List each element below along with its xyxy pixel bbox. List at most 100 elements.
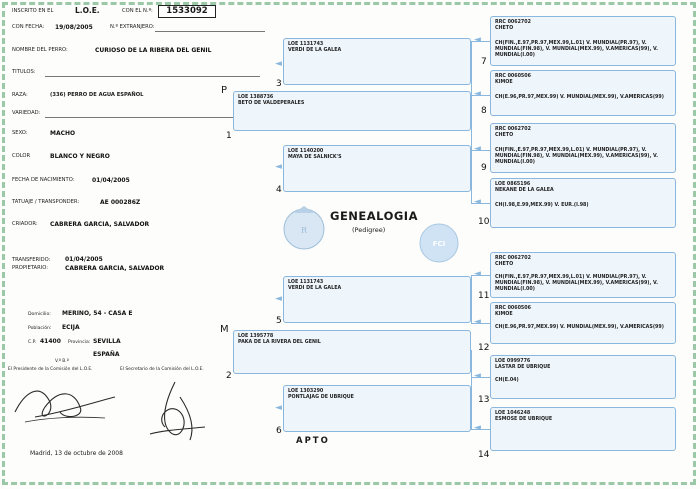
breed-label: RAZA:	[12, 92, 28, 98]
dam-sire-box: LOE 1131743 VERDI DE LA GALEA	[283, 276, 471, 323]
fci-logo-icon: FCI	[419, 223, 459, 263]
dam-sire-number: 5	[276, 316, 282, 326]
dam-dam-box: LOE 1303290 PONTLAJAG DE UBRIQUE	[283, 385, 471, 432]
extranjero-label: N.º EXTRANJERO:	[110, 24, 155, 30]
ancestor-12-box: RRC 0060506 KIMOE CH(E.96,PR.97,MEX.99) …	[490, 302, 676, 344]
ancestor-13-title-1: CH(E.04)	[495, 378, 519, 383]
ancestor-10-number: 10	[478, 217, 490, 227]
sire-name: BETO DE VALDEPERALES	[238, 101, 305, 106]
arrow-icon: ◄	[474, 317, 481, 327]
connector	[471, 275, 490, 276]
ancestor-11-number: 11	[478, 291, 490, 301]
sex-label: SEXO:	[12, 130, 28, 136]
province-value: SEVILLA	[93, 338, 121, 345]
ancestor-7-title-3: MUNDIAL(I.00)	[495, 53, 535, 58]
dam-dam-number: 6	[276, 426, 282, 436]
variety-label: VARIEDAD:	[12, 110, 41, 116]
town-label: Población:	[28, 326, 52, 331]
arrow-icon: ◄	[474, 423, 481, 433]
ancestor-10-box: LOE 0865196 NEKANE DE LA GALEA CH(I.98,E…	[490, 178, 676, 228]
place-date: Madrid, 13 de octubre de 2008	[30, 450, 123, 457]
owner-label: PROPIETARIO:	[12, 265, 48, 271]
connector	[471, 275, 472, 324]
ancestor-11-title-1: CH(FIN.,E.97,PR.97,MEX.99,L.01) V. MUNDI…	[495, 275, 647, 280]
titles-label: TITULOS:	[12, 69, 36, 75]
ancestor-8-reg: RRC 0060506	[495, 74, 531, 79]
sire-dam-number: 4	[276, 185, 282, 195]
sire-sire-name: VERDI DE LA GALEA	[288, 48, 342, 53]
ancestor-7-reg: RRC 0062702	[495, 20, 531, 25]
paternal-marker: P	[221, 85, 228, 96]
province-label: Provincia:	[68, 340, 91, 345]
page-border	[2, 2, 696, 485]
cp-value: 41400	[40, 338, 61, 345]
secretary-label: El Secretario de la Comisión del L.O.E.	[120, 367, 204, 372]
dam-reg: LOE 1395778	[238, 334, 274, 339]
sire-box: LOE 1388736 BETO DE VALDEPERALES	[233, 91, 471, 131]
ancestor-7-name: CHETO	[495, 26, 514, 31]
dam-sire-reg: LOE 1131743	[288, 280, 324, 285]
connector	[471, 203, 490, 204]
ancestor-12-reg: RRC 0060506	[495, 306, 531, 311]
svg-text:R: R	[301, 226, 308, 235]
tattoo-label: TATUAJE / TRANSPONDER:	[12, 199, 80, 205]
sex-value: MACHO	[50, 130, 76, 137]
arrow-icon: ◄	[474, 269, 481, 279]
genealogia-title: GENEALOGIA	[330, 209, 418, 223]
fecha-label: CON FECHA:	[12, 24, 45, 30]
dam-dam-name: PONTLAJAG DE UBRIQUE	[288, 395, 354, 400]
ancestor-10-title-1: CH(I.98,E.99,MEX.99) V. EUR.(I.98)	[495, 203, 589, 208]
color-label: COLOR	[12, 153, 31, 159]
ancestor-14-box: LOE 1046248 ESMOSE DE UBRIQUE	[490, 407, 676, 451]
sire-dam-name: MAYA DE SALNICK'S	[288, 155, 342, 160]
president-label: El Presidente de la Comisión del L.O.E.	[8, 367, 93, 372]
ancestor-8-name: KIMOE	[495, 80, 513, 85]
ancestor-8-box: RRC 0060506 KIMOE CH(E.96,PR.97,MEX.99) …	[490, 70, 676, 116]
owner-value: CABRERA GARCIA, SALVADOR	[65, 265, 165, 272]
breeder-value: CABRERA GARCIA, SALVADOR	[50, 221, 150, 228]
arrow-icon: ◄	[275, 162, 282, 172]
registration-number: 1533092	[158, 5, 216, 18]
dam-sire-name: VERDI DE LA GALEA	[288, 286, 342, 291]
birth-label: FECHA DE NACIMIENTO:	[12, 177, 75, 183]
ancestor-12-name: KIMOE	[495, 312, 513, 317]
arrow-icon: ◄	[275, 59, 282, 69]
connector	[471, 429, 490, 430]
arrow-icon: ◄	[474, 371, 481, 381]
inscrito-label: INSCRITO EN EL	[12, 8, 54, 14]
ancestor-14-reg: LOE 1046248	[495, 411, 531, 416]
book-name: L.O.E.	[75, 6, 100, 15]
connector	[471, 323, 490, 324]
arrow-icon: ◄	[474, 35, 481, 45]
ancestor-12-title-1: CH(E.96,PR.97,MEX.99) V. MUNDIAL(MEX.99)…	[495, 325, 664, 330]
arrow-icon: ◄	[275, 294, 282, 304]
breed-value: (336) PERRO DE AGUA ESPAÑOL	[50, 92, 144, 98]
connector	[471, 41, 490, 42]
arrow-icon: ◄	[275, 403, 282, 413]
connector	[471, 350, 472, 410]
connector	[471, 150, 490, 151]
sire-dam-box: LOE 1140200 MAYA DE SALNICK'S	[283, 145, 471, 192]
ancestor-10-name: NEKANE DE LA GALEA	[495, 188, 554, 193]
arrow-icon: ◄	[474, 197, 481, 207]
ancestor-13-reg: LOE 0999776	[495, 359, 531, 364]
maternal-marker: M	[220, 324, 229, 335]
cp-label: C.P.	[28, 340, 37, 345]
fecha-value: 19/08/2005	[55, 24, 93, 31]
dam-number: 2	[226, 371, 232, 381]
ancestor-10-reg: LOE 0865196	[495, 182, 531, 187]
ancestor-13-name: LASTAR DE UBRIQUE	[495, 365, 551, 370]
transfer-date: 01/04/2005	[65, 256, 103, 263]
rsce-seal-icon: R	[283, 206, 325, 250]
dog-name: CURIOSO DE LA RIBERA DEL GENIL	[95, 47, 212, 54]
ancestor-14-name: ESMOSE DE UBRIQUE	[495, 417, 553, 422]
ancestor-8-title-1: CH(E.96,PR.97,MEX.99) V. MUNDIAL(MEX.99)…	[495, 95, 664, 100]
ancestor-9-number: 9	[481, 163, 487, 173]
president-signature	[14, 390, 116, 423]
arrow-icon: ◄	[474, 89, 481, 99]
ancestor-7-number: 7	[481, 57, 487, 67]
secretary-signature	[149, 381, 206, 441]
dam-box: LOE 1395778 PAKA DE LA RIVERA DEL GENIL	[233, 330, 471, 374]
address-value: MERINO, 54 - CASA E	[62, 310, 133, 317]
